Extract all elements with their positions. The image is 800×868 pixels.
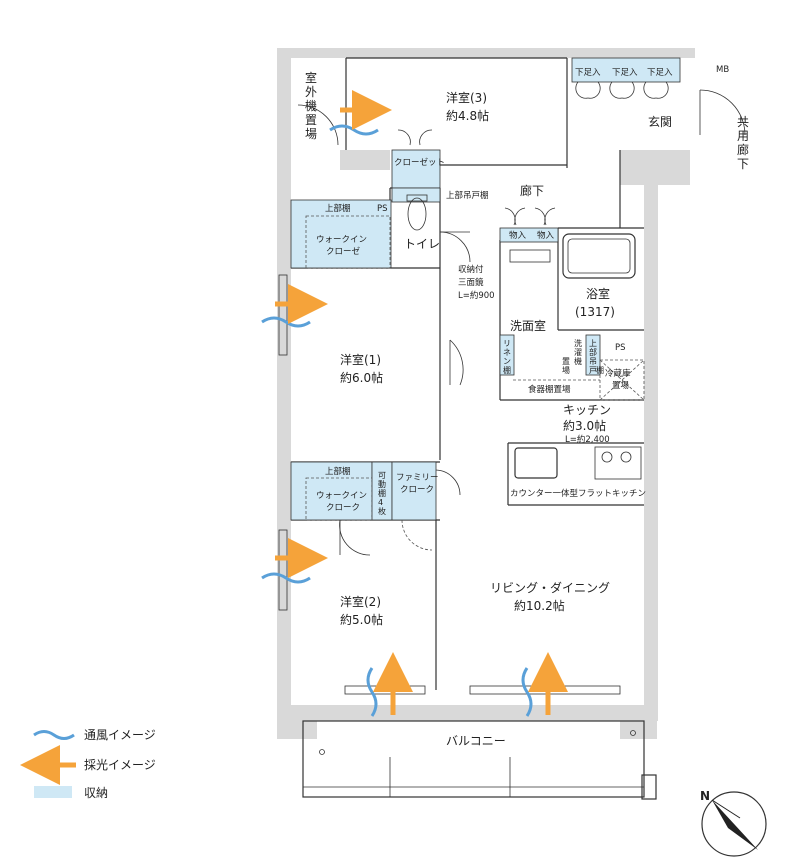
mirror-line-1: 収納付 (458, 264, 484, 275)
common-corridor-char-2: 用 (737, 129, 749, 143)
upper-shelf-v-char-5: 棚 (596, 365, 604, 375)
light-arrows (20, 90, 568, 785)
upper-shelf-v-char-4: 戸 (589, 366, 597, 375)
mirror-line-3: L=約900 (458, 290, 495, 301)
outdoor-unit-char-1: 室 (305, 70, 317, 85)
compass-icon (701, 791, 767, 857)
movable-shelf-char-4: 4 (378, 498, 383, 507)
balcony-area (302, 720, 657, 800)
dish-shelf: 食器棚置場 (528, 384, 571, 395)
shoe-box-1: 下足入 (575, 68, 601, 78)
mirror-line-2: 三面鏡 (458, 277, 484, 288)
common-corridor-char-3: 廊 (737, 142, 749, 157)
linen-char-3: ン (503, 357, 511, 366)
movable-shelf-char-1: 可 (378, 471, 386, 480)
ps-top: PS (377, 204, 388, 214)
room-living-name: リビング・ダイニング (490, 580, 610, 595)
kitchen-length: L=約2,400 (565, 434, 610, 445)
doors (297, 81, 746, 556)
fixtures (305, 194, 645, 521)
walkin-2-line-2: クローク (326, 503, 360, 513)
room-bath-size: (1317) (575, 305, 615, 319)
family-closet-line-1: ファミリー (396, 473, 439, 483)
counter-label: カウンター一体型フラットキッチン (510, 488, 646, 499)
storage-areas (290, 57, 681, 521)
upper-shelf-1: 上部棚 (325, 203, 351, 214)
room-kitchen-name: キッチン (563, 403, 611, 417)
outdoor-unit-char-3: 機 (305, 98, 317, 113)
room-western2-size: 約5.0帖 (340, 612, 383, 627)
washer-char-5: 場 (562, 365, 570, 375)
storage-2: 物入 (537, 230, 555, 241)
room-living-size: 約10.2帖 (514, 598, 565, 613)
room-balcony: バルコニー (446, 734, 506, 748)
fridge-line-2: 置場 (612, 380, 630, 391)
linen-char-4: 棚 (503, 365, 511, 375)
room-western2-name: 洋室(2) (340, 594, 381, 609)
legend-lighting: 採光イメージ (84, 758, 156, 772)
walkin-1-line-1: ウォークイン (316, 235, 367, 245)
windows (278, 274, 621, 695)
movable-shelf-char-5: 枚 (378, 506, 386, 516)
fridge-line-1: 冷蔵庫 (605, 368, 631, 379)
family-closet-line-2: クローク (400, 485, 434, 495)
room-kitchen-size: 約3.0帖 (563, 418, 606, 433)
washer-char-3: 機 (574, 356, 582, 366)
washer-char-4: 置 (562, 357, 570, 366)
room-toilet: トイレ (404, 237, 440, 251)
outdoor-unit-char-5: 場 (305, 127, 317, 141)
common-corridor-char-1: 共 (737, 115, 749, 129)
room-western3-size: 約4.8帖 (446, 108, 489, 123)
room-washroom: 洗面室 (510, 318, 546, 333)
room-bath-name: 浴室 (586, 286, 610, 301)
room-western1-name: 洋室(1) (340, 352, 381, 367)
upper-shelf-v-char-3: 吊 (589, 357, 597, 366)
linen-char-1: リ (503, 339, 511, 348)
room-western1-size: 約6.0帖 (340, 370, 383, 385)
outdoor-unit-char-4: 置 (305, 113, 317, 127)
upper-hanging-label: 上部吊戸棚 (446, 190, 489, 201)
compass-label: N (700, 789, 710, 803)
legend-storage-swatch (34, 786, 72, 798)
washer-char-2: 濯 (574, 347, 582, 357)
shoe-box-2: 下足入 (612, 68, 638, 78)
wind-marks (33, 124, 533, 740)
linen-char-2: ネ (503, 348, 511, 357)
room-corridor: 廊下 (520, 183, 544, 198)
washer-char-1: 洗 (574, 338, 582, 348)
storage-1: 物入 (509, 230, 527, 241)
outer-walls (277, 48, 695, 739)
legend-ventilation: 通風イメージ (84, 728, 156, 742)
outdoor-unit-char-2: 外 (305, 85, 317, 99)
common-corridor-char-4: 下 (737, 157, 749, 171)
movable-shelf-char-2: 動 (378, 480, 386, 489)
walkin-2-line-1: ウォークイン (316, 491, 367, 501)
upper-shelf-v-char-2: 部 (589, 347, 597, 357)
closet-label: クローゼット (394, 157, 445, 168)
meter-box: MB (716, 65, 729, 75)
legend-storage: 収納 (84, 786, 108, 800)
room-western3-name: 洋室(3) (446, 90, 487, 105)
ps-kitchen: PS (615, 343, 626, 353)
movable-shelf-char-3: 棚 (378, 488, 386, 498)
room-entrance: 玄関 (648, 114, 672, 129)
upper-shelf-2: 上部棚 (325, 466, 351, 477)
shoe-box-3: 下足入 (647, 68, 673, 78)
upper-shelf-v-char-1: 上 (589, 339, 597, 348)
walkin-1-line-2: クローゼ (326, 246, 361, 257)
